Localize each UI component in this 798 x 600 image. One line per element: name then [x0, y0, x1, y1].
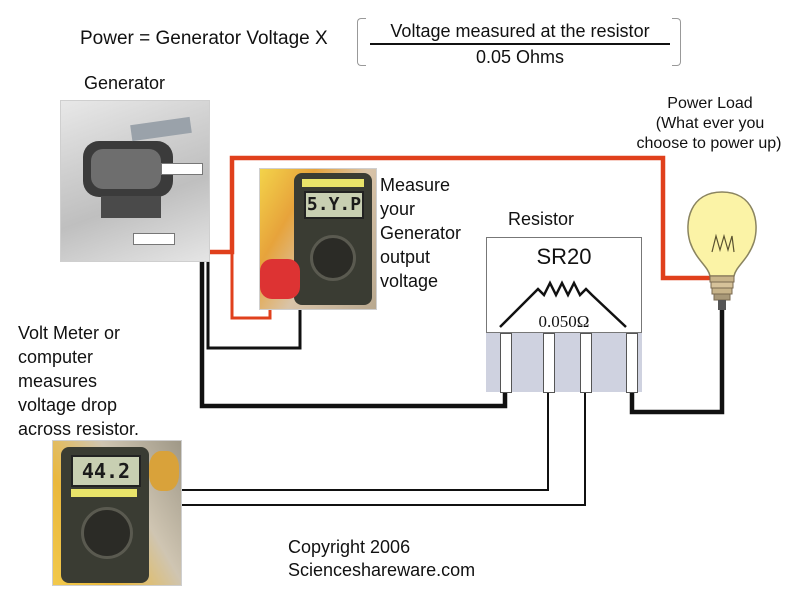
resistor-model: SR20 [536, 244, 592, 269]
resistor-pin-4 [626, 333, 638, 393]
measure-line5: voltage [380, 271, 439, 291]
power-load-line2: (What ever you [655, 115, 765, 132]
black-wire-to-resistor [199, 260, 508, 409]
light-bulb-icon [687, 191, 757, 310]
voltmeter-line3: measures [18, 371, 98, 391]
sense-wire-2 [180, 392, 586, 506]
voltmeter-line4: voltage drop [18, 395, 118, 415]
resistor-label: Resistor [508, 209, 575, 229]
generator-tag-2 [133, 233, 175, 245]
voltmeter-line2: computer [18, 347, 94, 367]
voltmeter-line1: Volt Meter or [18, 323, 121, 343]
formula-lead: Power = Generator Voltage X [80, 28, 328, 49]
black-wire-to-load [629, 310, 725, 415]
formula-right-bracket [672, 18, 681, 66]
formula-left-bracket [357, 18, 366, 66]
resistor-pin-2 [543, 333, 555, 393]
measure-line3: Generator [380, 223, 462, 243]
red-wire-to-load [210, 155, 712, 281]
meter-display: 5.Y.P [304, 191, 364, 219]
measure-line4: output [380, 247, 431, 267]
black-wire-to-meter [206, 260, 302, 350]
resistor-pin-1 [500, 333, 512, 393]
copyright-line2: Scienceshareware.com [288, 560, 476, 580]
generator-label: Generator [84, 73, 166, 93]
power-load-line3: choose to power up) [636, 135, 782, 152]
power-load-label: Power Load [640, 94, 780, 114]
copyright-line1: Copyright 2006 [288, 537, 411, 557]
measure-line2: your [380, 199, 416, 219]
meter-display: 44.2 [71, 455, 141, 487]
power-load-line1: Power Load [667, 95, 753, 112]
voltmeter-line5: across resistor. [18, 419, 140, 439]
generator-voltmeter-photo: 5.Y.P [259, 168, 377, 310]
measure-line1: Measure [380, 175, 451, 195]
resistor-symbol-icon [499, 280, 627, 328]
resistor-value: 0.050Ω [538, 312, 590, 331]
generator-tag-1 [161, 163, 203, 175]
generator-photo [60, 100, 210, 262]
formula-denominator: 0.05 Ohms [475, 47, 565, 67]
sense-wire-1 [180, 392, 549, 491]
formula-numerator: Voltage measured at the resistor [370, 21, 670, 45]
resistor-voltmeter-photo: 44.2 [52, 440, 182, 586]
resistor-pin-3 [580, 333, 592, 393]
